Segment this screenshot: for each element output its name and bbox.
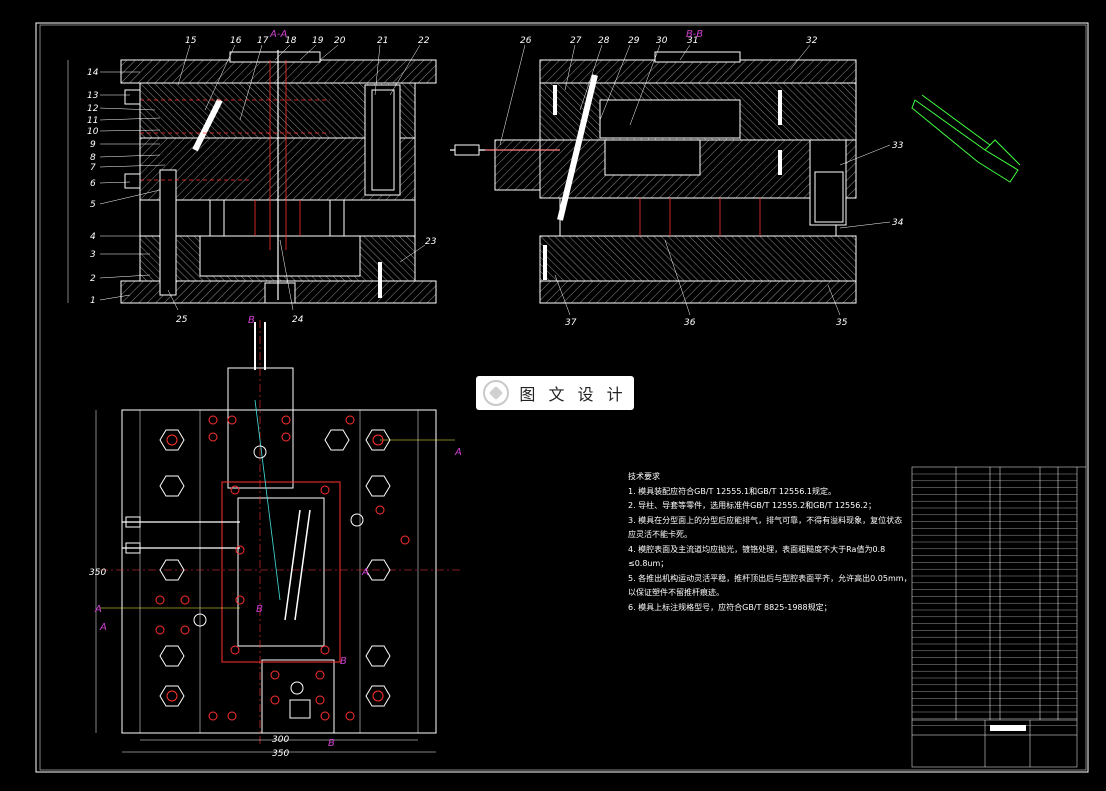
part-label: 33: [892, 141, 904, 151]
watermark-text: 图 文 设 计: [519, 385, 627, 404]
title-block-name-bar: [990, 725, 1026, 731]
notes-line: 2. 导柱、导套等零件，选用标准件GB/T 12555.2和GB/T 12556…: [628, 501, 876, 510]
part-label: 32: [806, 36, 818, 46]
section-label: B: [328, 738, 335, 749]
sheet-border-outer: [35, 22, 1089, 773]
watermark: 图 文 设 计: [476, 376, 634, 410]
product-sketch: [911, 94, 1021, 183]
part-label: 18: [285, 36, 297, 46]
bom-rows: [912, 473, 1077, 726]
part-label: 12: [87, 104, 99, 114]
notes-line: 4. 模腔表面及主流道均应抛光，镀铬处理，表面粗糙度不大于Ra值为0.8: [628, 544, 886, 554]
part-label: 31: [687, 36, 698, 46]
part-label: 7: [90, 163, 96, 173]
part-label: 14: [87, 68, 99, 78]
section-label: A-A: [269, 29, 287, 40]
part-label: 13: [87, 91, 99, 101]
part-label: 21: [377, 36, 388, 46]
section-view-a-a: [67, 50, 437, 304]
sheet-border-inner: [39, 24, 1087, 771]
dimension-label: 350: [272, 749, 289, 759]
notes-line: ≤0.8um；: [628, 559, 669, 568]
part-label: 19: [312, 36, 324, 46]
plan-view: [95, 320, 460, 753]
part-label: 23: [425, 237, 437, 247]
leader-lines-left: [99, 44, 426, 311]
section-label: B: [340, 656, 347, 667]
part-label: 29: [628, 36, 640, 46]
part-label: 30: [656, 36, 668, 46]
section-label: A: [361, 567, 369, 578]
part-label: 28: [598, 36, 610, 46]
part-label: 9: [90, 140, 96, 150]
notes-line: 6. 模具上标注规格型号，应符合GB/T 8825-1988规定；: [628, 602, 832, 612]
part-labels-right: 26 27 28 29 30 31 32 33 34 37 36 35 B-B: [520, 29, 904, 328]
notes-line: 5. 各推出机构运动灵活平稳，推杆顶出后与型腔表面平齐，允许高出0.05mm，: [628, 573, 912, 583]
part-label: 37: [565, 318, 577, 328]
notes-line: 3. 模具在分型面上的分型后应能排气，排气可靠，不得有溢料现象，复位状态: [628, 515, 903, 525]
leader-lines-right: [499, 44, 891, 316]
section-label: A: [454, 447, 462, 458]
section-label: A: [94, 604, 102, 615]
part-label: 5: [90, 200, 96, 210]
technical-requirements: 技术要求 1. 模具装配应符合GB/T 12555.1和GB/T 12556.1…: [628, 470, 912, 615]
part-label: 35: [836, 318, 848, 328]
part-label: 17: [257, 36, 269, 46]
part-label: 26: [520, 36, 532, 46]
part-label: 22: [418, 36, 430, 46]
section-label: A: [99, 622, 107, 633]
part-label: 20: [334, 36, 346, 46]
part-label: 36: [684, 318, 696, 328]
section-label: B-B: [686, 29, 703, 40]
notes-line: 以保证塑件不留推杆痕迹。: [628, 588, 724, 597]
bom-table: [911, 466, 1086, 768]
part-label: 25: [176, 315, 188, 325]
dimension-label: 300: [272, 735, 289, 745]
notes-line: 应灵活不能卡死。: [628, 530, 692, 539]
part-label: 10: [87, 127, 99, 137]
section-view-b-b: [450, 51, 857, 304]
part-label: 15: [185, 36, 197, 46]
section-label: B: [248, 315, 255, 326]
notes-line: 1. 模具装配应符合GB/T 12555.1和GB/T 12556.1规定。: [628, 486, 836, 496]
part-label: 34: [892, 218, 904, 228]
part-label: 1: [90, 296, 96, 306]
part-label: 11: [87, 116, 98, 126]
plan-view-labels: B B B B A A A A 300 350 350: [89, 315, 462, 759]
part-label: 16: [230, 36, 242, 46]
part-label: 4: [90, 232, 96, 242]
notes-title: 技术要求: [628, 472, 660, 481]
part-label: 27: [570, 36, 582, 46]
section-label: B: [256, 604, 263, 615]
part-label: 8: [90, 153, 96, 163]
part-label: 3: [90, 250, 96, 260]
part-labels-left: 14 13 12 11 10 9 8 7 6 5 4 3 2 1 15 16 1…: [87, 29, 437, 325]
part-label: 24: [292, 315, 304, 325]
part-label: 6: [90, 179, 96, 189]
dimension-label: 350: [89, 568, 106, 578]
part-label: 2: [90, 274, 96, 284]
watermark-logo-icon: [483, 380, 510, 406]
